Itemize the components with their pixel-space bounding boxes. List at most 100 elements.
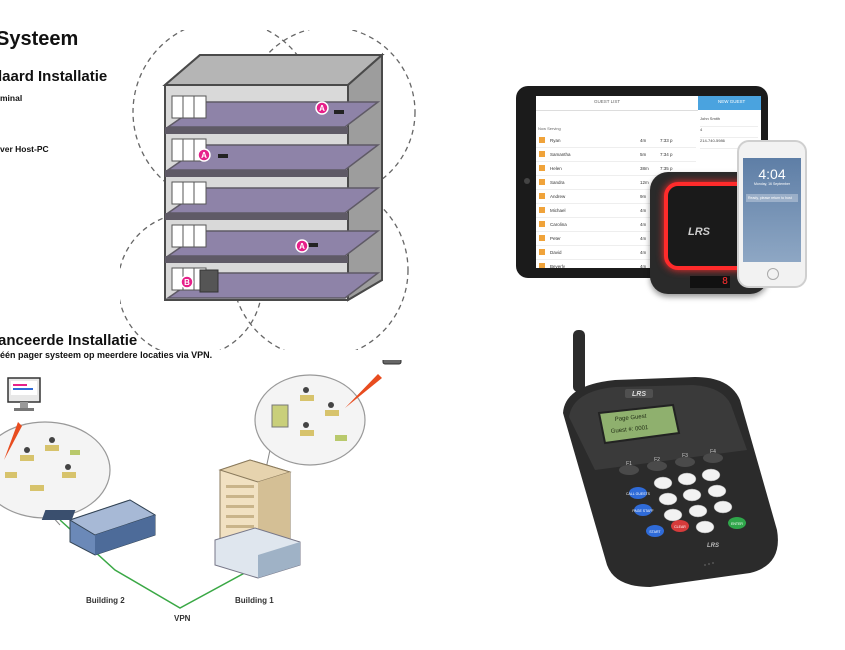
svg-text:F1: F1: [626, 461, 632, 467]
smartphone: 4:04 Monday, 16 September Ready, please …: [737, 140, 807, 288]
guest-number-badge: [539, 165, 545, 171]
svg-text:B: B: [184, 278, 190, 287]
guest-number-badge: [539, 235, 545, 241]
terminal-device: [334, 110, 344, 114]
keypad-key[interactable]: [653, 476, 673, 490]
guest-party: 12m: [640, 180, 649, 185]
floor-slabs: [165, 101, 381, 299]
pager-logo: LRS: [688, 226, 710, 238]
guest-party: 38m: [640, 166, 649, 171]
office-bubble-right: [254, 374, 366, 466]
f2-key[interactable]: F2: [647, 457, 667, 471]
call-guests-button[interactable]: CALL GUESTS: [626, 487, 651, 499]
guest-name: Andrew: [550, 194, 566, 199]
svg-text:PAGE STAFF: PAGE STAFF: [632, 509, 653, 513]
svg-text:A: A: [319, 104, 325, 113]
guest-name: Peter: [550, 236, 561, 241]
keypad-key[interactable]: [695, 520, 715, 534]
building-2-label: Building 2: [86, 596, 125, 605]
guest-name: David: [550, 250, 562, 255]
building-coverage-diagram: A A A B: [120, 30, 416, 350]
svg-text:ENTER: ENTER: [731, 522, 743, 526]
start-button[interactable]: START: [646, 525, 664, 537]
guest-name: Sandra: [550, 180, 565, 185]
keypad-key[interactable]: [682, 488, 702, 502]
guest-name: Samantha: [550, 152, 571, 157]
phone-notification: Ready, please return to host: [746, 194, 798, 202]
svg-text:A: A: [299, 242, 305, 251]
monitor-icon: [7, 377, 41, 411]
phone-home-button: [767, 268, 779, 280]
signal-arrow: [4, 422, 22, 460]
keypad-key[interactable]: [707, 484, 727, 498]
office-desks: [271, 387, 347, 441]
antenna: [573, 330, 585, 392]
tablet-home-button: [524, 178, 530, 184]
pager-icon: [382, 360, 402, 365]
terminal-device: [308, 243, 318, 247]
guest-number-badge: [539, 137, 545, 143]
advanced-installation-subheading: één pager systeem op meerdere locaties v…: [0, 350, 213, 360]
keypad-key[interactable]: [663, 508, 683, 522]
lcd-line-2: Guest #: 0001: [611, 425, 650, 435]
page-staff-button[interactable]: PAGE STAFF: [632, 504, 654, 516]
guest-number-badge: [539, 249, 545, 255]
section-label: Now Serving: [538, 126, 561, 131]
svg-text:A: A: [201, 151, 207, 160]
logo-plate: [625, 389, 653, 398]
f3-key[interactable]: F3: [675, 453, 695, 467]
keypad-key[interactable]: [688, 504, 708, 518]
standard-installation-heading: laard Installatie: [0, 68, 108, 85]
keypad-key[interactable]: [713, 500, 733, 514]
guest-party: 4m: [640, 236, 647, 241]
guest-party: 4m: [640, 138, 647, 143]
clear-button[interactable]: CLEAR: [671, 520, 689, 532]
guest-name-field[interactable]: John Smith: [700, 116, 758, 127]
f4-key[interactable]: F4: [703, 449, 723, 463]
phone-time: 4:04: [758, 166, 786, 182]
guest-time: 7:33 p: [660, 138, 673, 143]
guest-name: Michael: [550, 208, 566, 213]
svg-text:CALL GUESTS: CALL GUESTS: [626, 492, 651, 496]
building-1: [214, 459, 301, 579]
svg-text:F4: F4: [710, 449, 716, 455]
lcd-line-1: Page Guest: [615, 414, 647, 423]
phone-date: Monday, 16 September: [753, 182, 791, 186]
guest-form: John Smith 4 214-740-5986: [700, 116, 758, 149]
guest-name: Ryan: [550, 138, 561, 143]
guest-row[interactable]: Ryan 4m 7:33 p: [536, 134, 696, 148]
svg-text:F3: F3: [682, 453, 688, 459]
guest-name: Beverly: [550, 264, 566, 268]
function-keys: F1 F2 F3 F4: [619, 449, 723, 475]
terminal-label: minal: [0, 93, 23, 103]
building-2: [41, 499, 157, 556]
guest-name: Carolina: [550, 222, 567, 227]
paging-transmitter: LRS Page Guest Guest #: 0001 F1 F2 F3 F4…: [563, 330, 778, 587]
guest-number-badge: [539, 151, 545, 157]
f1-key[interactable]: F1: [619, 461, 639, 475]
keypad-key[interactable]: [658, 492, 678, 506]
guest-party: 5m: [640, 152, 647, 157]
svg-text:CLEAR: CLEAR: [674, 525, 686, 529]
guest-party: 4m: [640, 222, 647, 227]
phone-field[interactable]: 214-740-5986: [700, 138, 758, 149]
host-pc-label: ver Host-PC: [0, 144, 49, 154]
party-size-field[interactable]: 4: [700, 127, 758, 138]
transmitter-logo: LRS: [632, 391, 646, 398]
guest-time: 7:35 p: [660, 166, 673, 171]
guest-party: 4m: [640, 264, 647, 268]
enter-button[interactable]: ENTER: [728, 517, 746, 529]
svg-text:F2: F2: [654, 457, 660, 463]
guest-number-badge: [539, 221, 545, 227]
office-bubble-left: [0, 421, 111, 519]
advanced-installation-heading: anceerde Installatie: [0, 332, 138, 349]
guest-row[interactable]: Samantha 5m 7:34 p: [536, 148, 696, 162]
phone-screen: 4:04 Monday, 16 September Ready, please …: [743, 158, 801, 262]
keypad-key[interactable]: [701, 468, 721, 482]
new-guest-title: NEW GUEST: [718, 99, 746, 104]
keypad-key[interactable]: [677, 472, 697, 486]
guest-time: 7:34 p: [660, 152, 673, 157]
guest-party: 9m: [640, 194, 647, 199]
